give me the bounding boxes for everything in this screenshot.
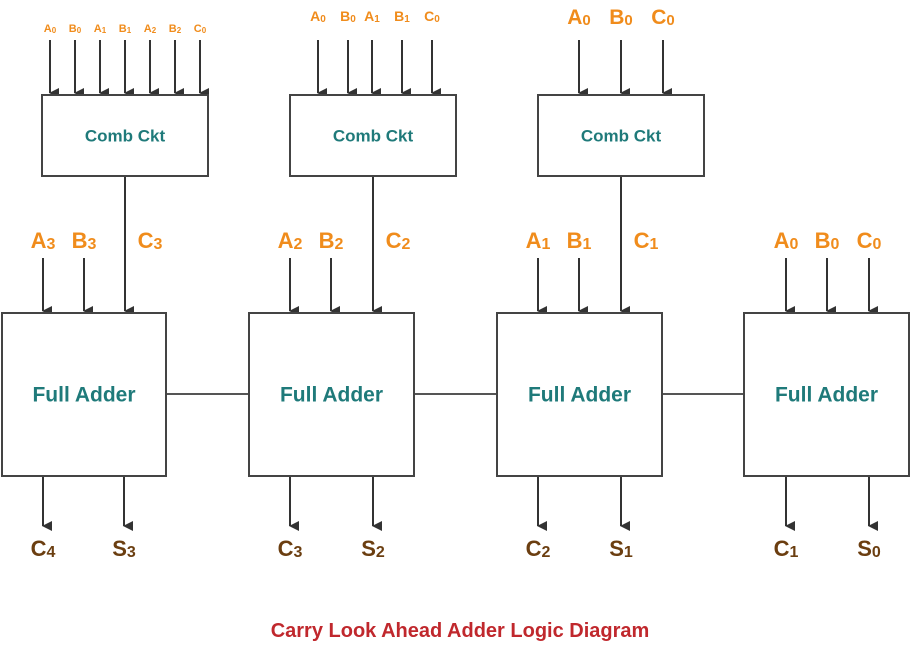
comb-input-label: B0 (340, 8, 356, 25)
full-adder-box (248, 312, 415, 477)
comb-circuit-box (41, 94, 209, 177)
comb-input-label: B2 (169, 23, 182, 35)
comb-input-label: A0 (44, 23, 57, 35)
input-label: B0 (815, 228, 840, 253)
comb-input-label: B0 (69, 23, 82, 35)
carry-in-label: C3 (138, 228, 163, 253)
input-label: A0 (774, 228, 799, 253)
comb-circuit-block: Comb Ckt (41, 94, 209, 177)
input-label: A2 (278, 228, 303, 253)
comb-circuit-label: Comb Ckt (581, 127, 662, 146)
sum-label: S2 (361, 536, 385, 561)
full-adder-block: Full Adder (1, 312, 167, 477)
input-label: B3 (72, 228, 97, 253)
full-adder-block: Full Adder (496, 312, 663, 477)
comb-circuit-box (537, 94, 705, 177)
input-label: C0 (857, 228, 882, 253)
sum-label: S0 (857, 536, 881, 561)
comb-input-label: B0 (609, 6, 633, 29)
carry-out-label: C1 (774, 536, 799, 561)
full-adder-box (743, 312, 910, 477)
carry-in-label: C2 (386, 228, 411, 253)
carry-out-label: C2 (526, 536, 551, 561)
comb-circuit-label: Comb Ckt (85, 127, 166, 146)
comb-input-label: C0 (424, 8, 440, 25)
comb-circuit-block: Comb Ckt (289, 94, 457, 177)
carry-out-label: C3 (278, 536, 303, 561)
input-label: A3 (31, 228, 56, 253)
comb-input-label: C0 (651, 6, 675, 29)
full-adder-block: Full Adder (248, 312, 415, 477)
carry-in-label: C1 (634, 228, 659, 253)
comb-circuit-box (289, 94, 457, 177)
full-adder-block: Full Adder (743, 312, 910, 477)
comb-input-label: C0 (194, 23, 207, 35)
comb-input-label: A1 (364, 8, 380, 25)
blocks-layer: Full Adder Full Adder Full Adder Full Adder… (1, 94, 910, 477)
comb-input-label: A1 (94, 23, 107, 35)
comb-circuit-label: Comb Ckt (333, 127, 414, 146)
full-adder-box (1, 312, 167, 477)
input-label: B1 (567, 228, 592, 253)
sum-label: S1 (609, 536, 633, 561)
carry-out-label: C4 (31, 536, 56, 561)
comb-input-label: B1 (119, 23, 132, 35)
full-adder-label: Full Adder (32, 384, 135, 407)
comb-input-label: A2 (144, 23, 157, 35)
sum-label: S3 (112, 536, 136, 561)
full-adder-label: Full Adder (528, 384, 631, 407)
comb-input-label: A0 (567, 6, 591, 29)
comb-circuit-block: Comb Ckt (537, 94, 705, 177)
comb-input-label: A0 (310, 8, 326, 25)
input-label: B2 (319, 228, 344, 253)
full-adder-label: Full Adder (775, 384, 878, 407)
input-label: A1 (526, 228, 551, 253)
full-adder-box (496, 312, 663, 477)
comb-input-label: B1 (394, 8, 410, 25)
diagram-caption: Carry Look Ahead Adder Logic Diagram (271, 620, 650, 642)
full-adder-label: Full Adder (280, 384, 383, 407)
wires-layer (42, 40, 878, 531)
